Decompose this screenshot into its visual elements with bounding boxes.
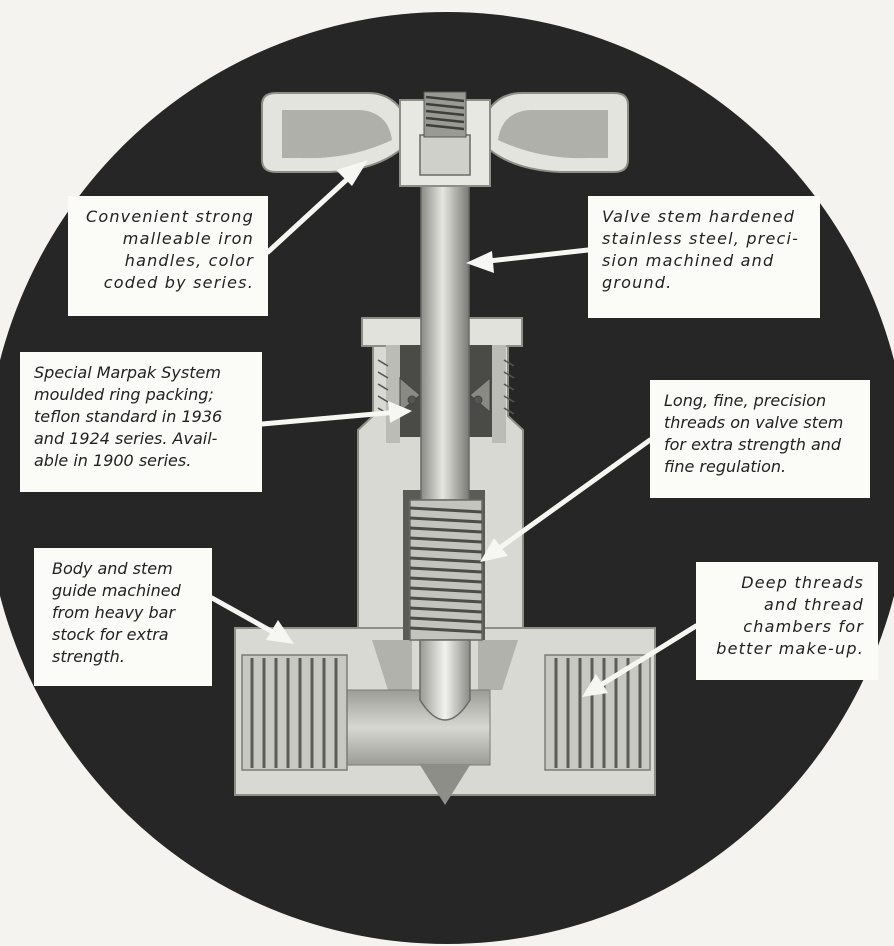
callout-line: Long, fine, precision (664, 391, 827, 410)
threads-arrow (480, 437, 653, 562)
right-port-threads (544, 654, 651, 771)
callout-line: able in 1900 series. (34, 451, 192, 470)
callout-line: strength. (52, 647, 125, 666)
callout-line: and thread (764, 595, 864, 614)
packing-arrow (259, 401, 412, 427)
packing-ring (399, 376, 491, 414)
handle (261, 91, 629, 187)
body-arrow (209, 595, 294, 644)
callout-line: chambers for (743, 617, 864, 636)
callout-body: Body and stem guide machined from heavy … (34, 548, 212, 686)
valve-stem (409, 179, 483, 721)
callout-line: Body and stem (52, 559, 173, 578)
callout-line: Convenient strong (85, 207, 254, 226)
callout-line: for extra strength and (664, 435, 842, 454)
handle-arrow (265, 160, 368, 255)
handle-nut (419, 134, 471, 176)
callout-line: and 1924 series. Avail- (34, 429, 218, 448)
callout-packing: Special Marpak System moulded ring packi… (20, 352, 262, 492)
callout-line: Deep threads (741, 573, 864, 592)
deep-threads-arrow (582, 623, 699, 697)
callout-line: teflon standard in 1936 (34, 407, 223, 426)
callout-line: moulded ring packing; (34, 385, 214, 404)
callout-line: coded by series. (103, 273, 254, 292)
callout-threads: Long, fine, precision threads on valve s… (650, 380, 870, 498)
callout-line: stainless steel, preci- (602, 229, 800, 248)
callout-deep-threads: Deep threads and thread chambers for bet… (696, 562, 878, 680)
callout-line: sion machined and (602, 251, 775, 270)
callout-line: better make-up. (716, 639, 864, 658)
callout-stem: Valve stem hardened stainless steel, pre… (588, 196, 820, 318)
callout-line: Valve stem hardened (602, 207, 796, 226)
stem-arrow (466, 247, 591, 273)
callout-line: fine regulation. (664, 457, 787, 476)
callout-line: Special Marpak System (34, 363, 221, 382)
left-port-threads (241, 654, 348, 771)
callout-line: malleable iron (122, 229, 254, 248)
callout-line: guide machined (52, 581, 181, 600)
callout-line: threads on valve stem (664, 413, 844, 432)
callout-line: handles, color (124, 251, 254, 270)
callout-line: stock for extra (52, 625, 169, 644)
callout-line: from heavy bar (52, 603, 176, 622)
callout-handle: Convenient strong malleable iron handles… (68, 196, 268, 316)
callout-line: ground. (602, 273, 673, 292)
